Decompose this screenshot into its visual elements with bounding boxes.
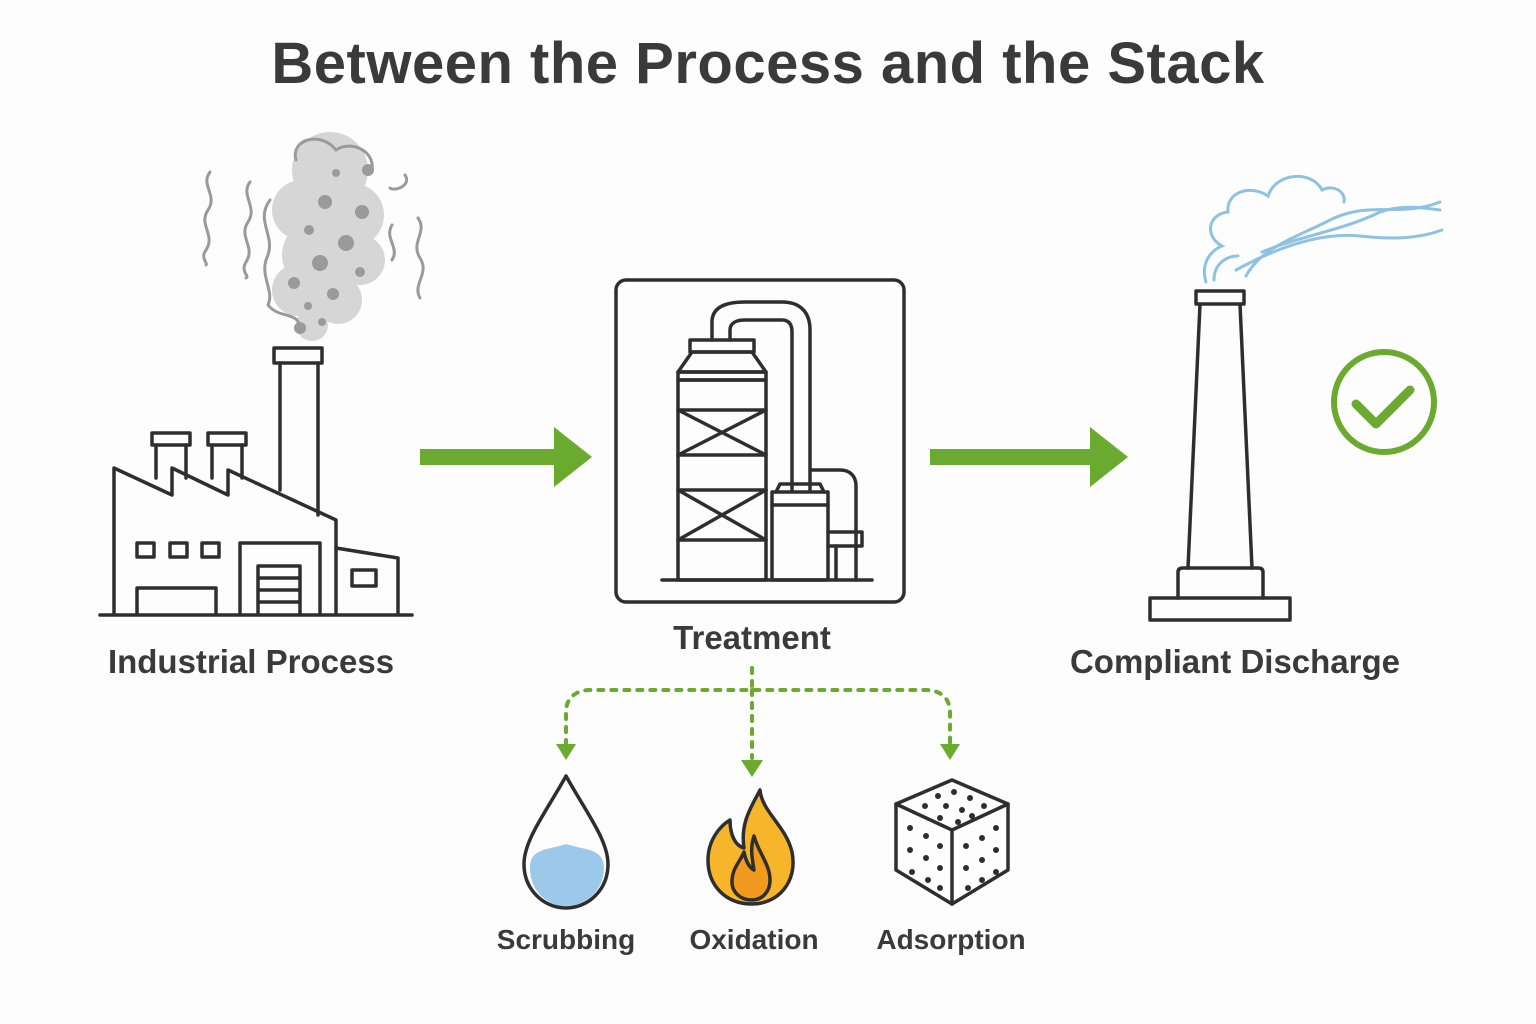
stack-icon	[1148, 289, 1292, 622]
porous-cube-icon	[894, 778, 1010, 906]
check-circle-icon	[1331, 349, 1437, 455]
adsorption-label: Adsorption	[876, 924, 1026, 955]
treatment-tower-icon	[614, 278, 906, 604]
flow-arrow-1	[420, 427, 592, 487]
industrial-process-label: Industrial Process	[107, 643, 395, 680]
branch-arrowheads	[556, 744, 960, 777]
flame-icon	[706, 788, 795, 906]
branch-connectors	[564, 666, 952, 760]
clean-air-icon	[1203, 175, 1444, 284]
flow-arrow-2	[930, 427, 1128, 487]
factory-icon	[98, 132, 425, 617]
treatment-label: Treatment	[673, 619, 831, 656]
scrubbing-label: Scrubbing	[496, 924, 636, 955]
page-title: Between the Process and the Stack	[271, 31, 1265, 96]
oxidation-label: Oxidation	[689, 924, 819, 955]
water-drop-icon	[522, 774, 610, 910]
smoke-cloud-icon	[202, 132, 425, 341]
compliant-discharge-label: Compliant Discharge	[1069, 643, 1401, 680]
